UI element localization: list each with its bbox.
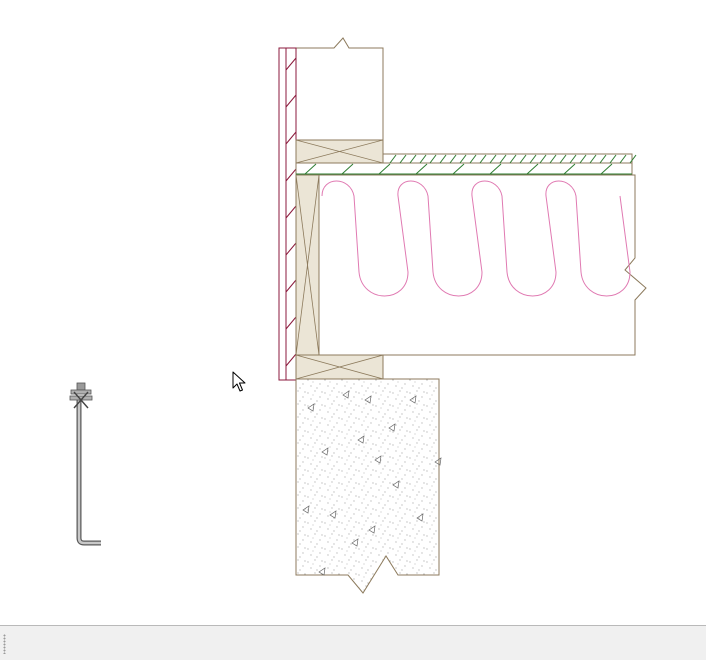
detail-drawing-canvas[interactable] (0, 0, 706, 625)
floor-joist (319, 174, 647, 356)
concrete-foundation (295, 378, 442, 594)
sill-plate (295, 354, 384, 380)
subfloor-sheathing (295, 153, 637, 175)
anchor-bolt-icon[interactable] (69, 382, 101, 546)
exterior-siding (278, 47, 297, 381)
status-bar (0, 625, 706, 660)
batt-insulation (321, 180, 631, 297)
wall-bottom-plate (295, 139, 384, 164)
resize-grip[interactable] (3, 634, 6, 654)
mouse-pointer-icon (232, 371, 246, 392)
upper-wall-stud (295, 37, 384, 141)
rim-joist (295, 174, 320, 356)
